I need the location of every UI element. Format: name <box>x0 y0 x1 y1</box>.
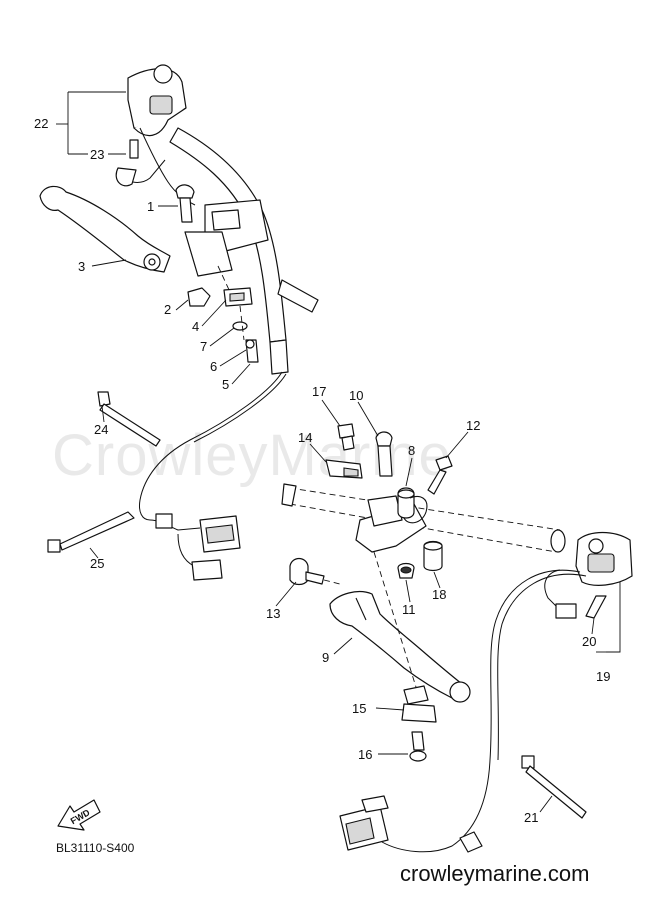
callout-23: 23 <box>90 147 104 162</box>
callout-5: 5 <box>222 377 229 392</box>
callout-3: 3 <box>78 259 85 274</box>
callout-24: 24 <box>94 422 108 437</box>
cable-tie-25 <box>47 511 135 553</box>
callout-21: 21 <box>524 810 538 825</box>
callout-13: 13 <box>266 606 280 621</box>
callout-25: 25 <box>90 556 104 571</box>
callout-1: 1 <box>147 199 154 214</box>
callout-6: 6 <box>210 359 217 374</box>
callout-16: 16 <box>358 747 372 762</box>
right-switch-19 <box>575 531 633 586</box>
bottom-connector <box>339 795 389 851</box>
callout-10: 10 <box>349 388 363 403</box>
callout-17: 17 <box>312 384 326 399</box>
callout-9: 9 <box>322 650 329 665</box>
callout-18: 18 <box>432 587 446 602</box>
callout-12: 12 <box>466 418 480 433</box>
callout-8: 8 <box>408 443 415 458</box>
site-name: crowleymarine.com <box>400 861 590 886</box>
callout-11: 11 <box>402 602 416 617</box>
callout-22: 22 <box>34 116 48 131</box>
switch-housing-22 <box>127 64 187 137</box>
callout-20: 20 <box>582 634 596 649</box>
callout-2: 2 <box>164 302 171 317</box>
diagram-code: BL31110-S400 <box>56 841 135 855</box>
harness-connectors <box>149 513 241 581</box>
left-handlebar-assembly <box>39 64 319 375</box>
leader-lines <box>56 91 621 813</box>
fwd-arrow-icon: FWD <box>57 799 101 831</box>
callout-4: 4 <box>192 319 199 334</box>
cable-tie-24 <box>97 391 161 447</box>
watermark: CrowleyMarine <box>52 423 452 488</box>
right-handlebar-assembly <box>281 423 633 853</box>
cable-tie-21 <box>521 755 587 819</box>
callout-15: 15 <box>352 701 366 716</box>
clutch-lever-9 <box>329 591 471 703</box>
brake-lever-3 <box>39 185 171 273</box>
callout-14: 14 <box>298 430 312 445</box>
callout-labels: 1 2 3 4 5 6 7 8 9 10 11 12 13 14 15 16 1… <box>34 116 610 825</box>
callout-7: 7 <box>200 339 207 354</box>
callout-19: 19 <box>596 669 610 684</box>
